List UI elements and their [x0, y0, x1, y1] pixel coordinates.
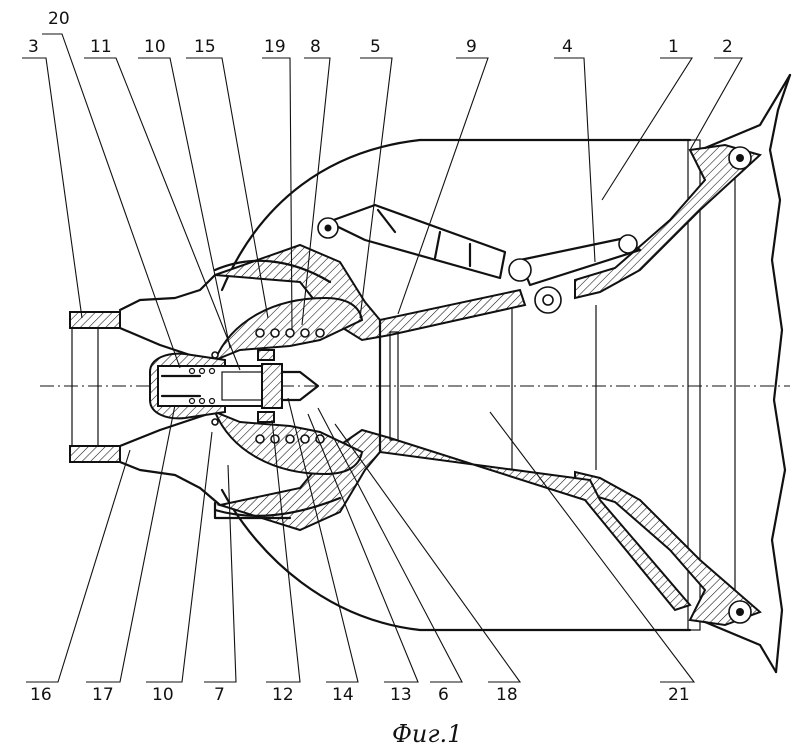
label-20: 20	[48, 9, 70, 29]
label-6: 6	[438, 685, 449, 705]
leader-lines	[22, 34, 742, 682]
label-11: 11	[90, 37, 112, 57]
label-9: 9	[466, 37, 477, 57]
label-3: 3	[28, 37, 39, 57]
label-4: 4	[562, 37, 573, 57]
label-15: 15	[194, 37, 216, 57]
label-21: 21	[668, 685, 690, 705]
assembly-drawing	[40, 75, 790, 672]
label-10: 10	[144, 37, 166, 57]
label-19: 19	[264, 37, 286, 57]
label-12: 12	[272, 685, 294, 705]
label-5: 5	[370, 37, 381, 57]
label-10-bottom: 10	[152, 685, 174, 705]
label-2: 2	[722, 37, 733, 57]
label-1: 1	[668, 37, 679, 57]
mold-break-line	[770, 75, 790, 672]
hydraulic-cylinder	[318, 205, 505, 278]
label-8: 8	[310, 37, 321, 57]
figure-caption: Фиг.1	[392, 720, 462, 748]
upper-arm	[575, 145, 760, 298]
label-13: 13	[390, 685, 412, 705]
label-7: 7	[214, 685, 225, 705]
label-17: 17	[92, 685, 114, 705]
label-14: 14	[332, 685, 354, 705]
label-18: 18	[496, 685, 518, 705]
lower-arm-link	[705, 622, 776, 672]
label-16: 16	[30, 685, 52, 705]
